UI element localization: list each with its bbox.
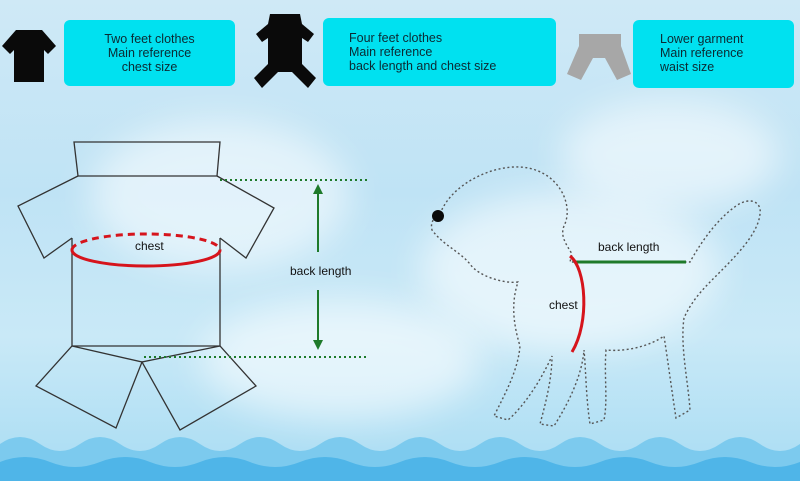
garment-chest-measure-back [70, 232, 222, 251]
background-cloud [200, 300, 480, 420]
four-feet-clothes-card: Four feet clothes Main reference back le… [323, 18, 556, 86]
dog-chest-measure [568, 254, 586, 353]
dog-back-length-label: back length [598, 240, 660, 254]
dog-nose [432, 210, 444, 222]
card-line: Main reference [349, 45, 433, 59]
two-feet-shirt-icon [2, 30, 56, 82]
card-line: Main reference [107, 46, 192, 60]
two-feet-clothes-card: Two feet clothes Main reference chest si… [64, 20, 235, 86]
card-line: Lower garment [660, 32, 744, 46]
lower-garment-icon [567, 34, 631, 80]
garment-chest-measure [70, 249, 222, 268]
card-line: chest size [121, 60, 178, 74]
bottom-waves-deep [0, 457, 800, 481]
dog-chest-label: chest [549, 298, 578, 312]
garment-outline [17, 141, 275, 431]
card-line: back length and chest size [349, 59, 497, 73]
card-line: waist size [660, 60, 715, 74]
card-line: Four feet clothes [349, 31, 443, 45]
dog-outline [430, 166, 761, 427]
garment-chest-label: chest [135, 239, 164, 253]
card-line: Main reference [660, 46, 744, 60]
lower-garment-card: Lower garment Main reference waist size [633, 20, 794, 88]
background-cloud [420, 190, 720, 350]
card-line: Two feet clothes [104, 32, 195, 46]
background-cloud [560, 100, 780, 210]
four-feet-suit-icon [254, 14, 316, 88]
back-length-label: back length [290, 264, 352, 278]
